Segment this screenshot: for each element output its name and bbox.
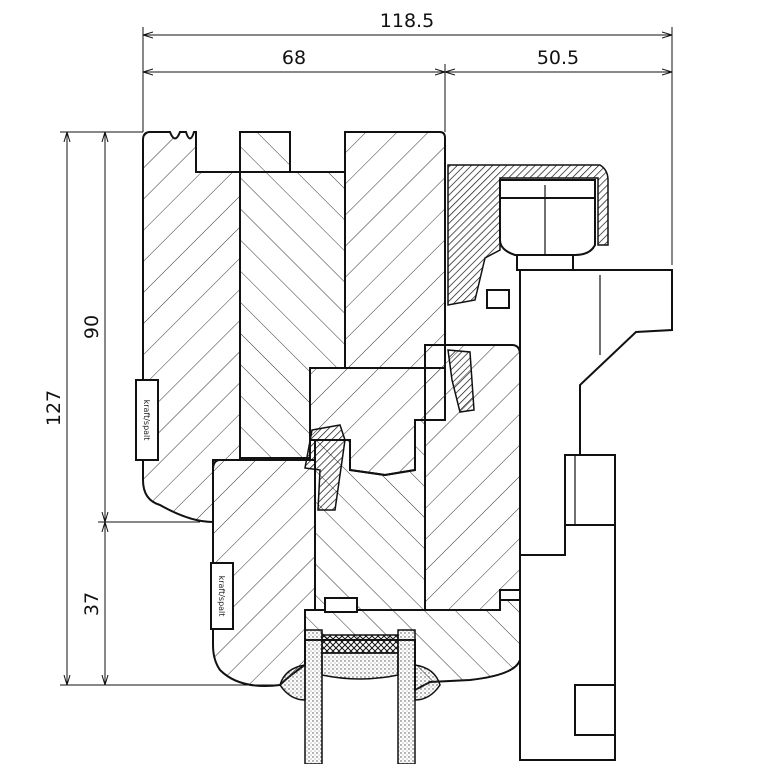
glazing-clip	[324, 597, 358, 613]
glass-pane-outer	[304, 629, 323, 764]
seal-sash	[447, 349, 475, 413]
hardware-tab	[486, 289, 510, 309]
hardware-roller	[499, 179, 596, 256]
dim-hardware-width: 50.5	[537, 47, 579, 69]
frame-label-box	[135, 379, 159, 461]
dim-frame-height: 90	[81, 315, 103, 339]
hardware-cover-profile	[447, 164, 609, 306]
dim-overall-height: 127	[43, 390, 65, 426]
dim-overall-width: 118.5	[380, 10, 434, 32]
sash-label: kraft/spalt	[217, 576, 226, 617]
frame-label: kraft/spalt	[142, 400, 151, 441]
frame-lamella-outer	[142, 131, 241, 524]
dim-sash-height: 37	[81, 592, 103, 616]
seal-frame	[304, 424, 346, 511]
frame-lamella-inner	[344, 131, 446, 369]
dim-frame-width: 68	[282, 47, 306, 69]
glazing-seal-inner	[414, 664, 441, 701]
hardware-plate-upper	[564, 454, 616, 526]
glass-spacer	[321, 634, 399, 654]
frame-lamella-middle-top	[239, 131, 291, 173]
dimension-lines	[60, 27, 673, 686]
hardware-plate-lower	[574, 684, 616, 736]
sash-label-box	[210, 562, 234, 630]
glass-sealant	[321, 652, 399, 680]
roller-hub	[516, 254, 574, 271]
glass-pane-inner	[397, 629, 416, 764]
